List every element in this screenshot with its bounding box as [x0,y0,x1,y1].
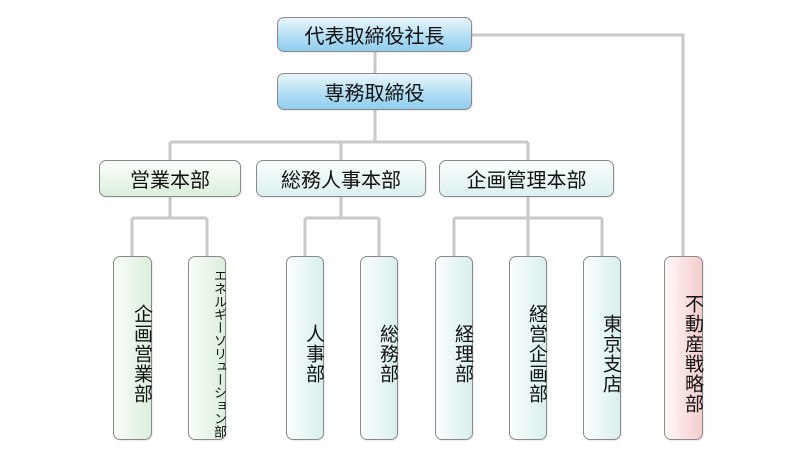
planning-sales-dept-box: 企画営業部 [113,256,153,440]
general-affairs-dept-box: 総務部 [360,256,399,440]
connector [472,33,685,256]
real-estate-strategy-dept-box: 不動産戦略部 [664,256,704,440]
energy-solution-dept-box: エネルギーソリューション部 [188,256,226,440]
president-box: 代表取締役社長 [277,17,472,52]
tokyo-branch-box: 東京支店 [583,256,622,440]
managing-director-box: 専務取締役 [277,73,472,110]
corporate-planning-dept-box: 経営企画部 [509,256,548,440]
hr-division-box: 総務人事本部 [256,160,426,197]
hr-dept-box: 人事部 [286,256,325,440]
sales-division-box: 営業本部 [99,160,241,197]
accounting-dept-box: 経理部 [435,256,474,440]
planning-division-box: 企画管理本部 [439,160,614,197]
